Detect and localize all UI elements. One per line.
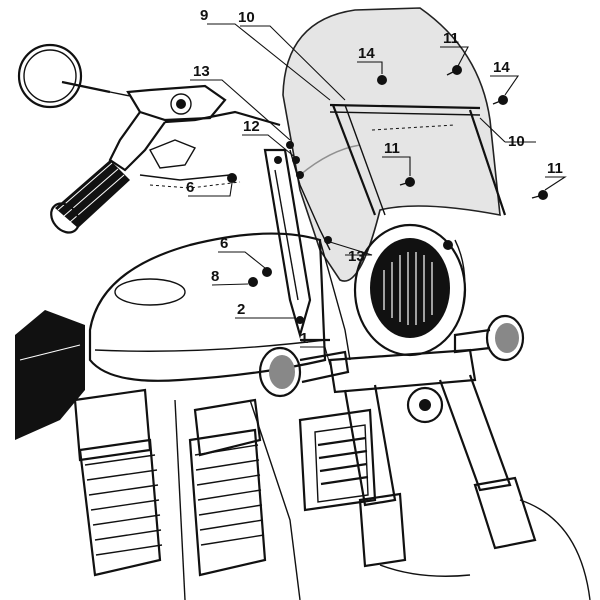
engine-cylinder — [73, 388, 267, 577]
callout-8: 8 — [211, 268, 219, 285]
headlight — [353, 223, 467, 357]
callout-6-lower: 6 — [220, 235, 228, 252]
callout-13-top: 13 — [193, 63, 210, 80]
callout-13-lower: 13 — [348, 248, 365, 265]
mirror — [17, 43, 131, 109]
frame — [174, 239, 351, 600]
front-fork — [328, 348, 591, 600]
callout-6-upper: 6 — [186, 179, 194, 196]
turn-signal-right — [453, 314, 525, 362]
callout-14-right: 14 — [493, 59, 510, 76]
side-panel — [15, 310, 85, 440]
callout-9: 9 — [200, 7, 208, 24]
callout-11-right: 11 — [547, 160, 563, 177]
callout-10-top: 10 — [238, 9, 255, 26]
handle-grip — [50, 160, 130, 234]
callout-leaders — [188, 23, 567, 366]
handlebar-assembly — [108, 84, 281, 189]
callout-11-top: 11 — [443, 30, 459, 47]
callout-12: 12 — [243, 118, 260, 135]
callout-11-middle: 11 — [384, 140, 400, 157]
callout-10-right: 10 — [508, 133, 525, 150]
callout-14-left: 14 — [358, 45, 375, 62]
callout-labels: 9 10 14 11 14 10 11 11 13 12 6 13 6 8 2 … — [186, 7, 563, 347]
callout-2: 2 — [237, 301, 245, 318]
screw-set — [227, 65, 548, 287]
radiator-grille — [298, 408, 377, 512]
windscreen — [282, 7, 507, 282]
callout-1: 1 — [300, 330, 308, 347]
turn-signal-left — [258, 346, 350, 398]
